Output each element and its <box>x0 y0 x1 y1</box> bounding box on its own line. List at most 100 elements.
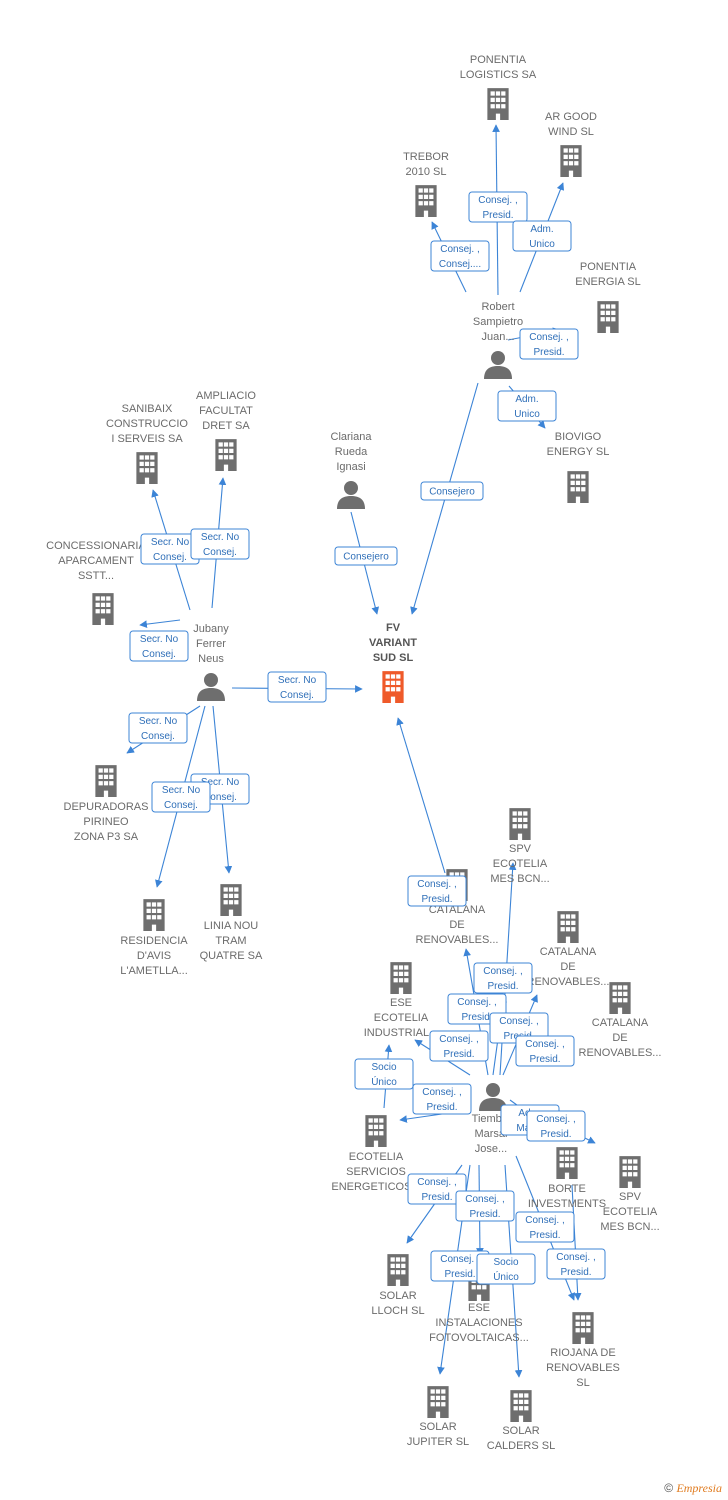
edge-label-text: Secr. No <box>140 634 179 645</box>
company-building-icon <box>572 1312 594 1344</box>
edge-label-tiemblo-to-ecotelia_servicios[interactable]: Consej. ,Presid. <box>412 1083 472 1115</box>
node-label-line: BORTE <box>548 1183 586 1195</box>
edge-label-text: Secr. No <box>201 532 240 543</box>
node-label-line: Juan... <box>481 331 514 343</box>
node-ecotelia_servicios[interactable]: ECOTELIASERVICIOSENERGETICOS... <box>331 1115 421 1193</box>
company-building-icon <box>387 1254 409 1286</box>
edge-label-robert-to-ponentia_energia[interactable]: Consej. ,Presid. <box>519 328 579 360</box>
company-building-icon <box>556 1147 578 1179</box>
node-label-line: DE <box>560 961 575 973</box>
node-label-line: CONSTRUCCIO <box>106 418 188 430</box>
edge-label-text: Consej. , <box>525 1039 564 1050</box>
node-catalana_3[interactable]: CATALANADERENOVABLES... <box>579 982 662 1059</box>
node-label-line: WIND SL <box>548 126 594 138</box>
node-label-line: INDUSTRIAL... <box>364 1027 439 1039</box>
brand-logo-text: Empresia <box>676 1481 722 1495</box>
node-borte[interactable]: BORTEINVESTMENTSSL <box>528 1147 606 1225</box>
edge-label-tiemblo-to-spv_mes_1[interactable]: Consej. ,Presid. <box>473 962 533 994</box>
company-building-icon <box>487 88 509 120</box>
edge-label-text: Consej. <box>280 690 314 701</box>
edge-label-robert-to-trebor[interactable]: Consej. ,Consej.... <box>430 240 490 272</box>
edge-label-tiemblo-to-catalana_3[interactable]: Consej. ,Presid. <box>515 1035 575 1067</box>
node-label-line: DE <box>612 1032 627 1044</box>
node-label-line: ECOTELIA <box>493 858 548 870</box>
edge-label-tiemblo-to-spv_mes_2[interactable]: Consej. ,Presid. <box>526 1110 586 1142</box>
node-label-line: 2010 SL <box>406 166 447 178</box>
edge-label-clariana-to-fv[interactable]: Consejero <box>334 546 398 566</box>
edge-label-box <box>151 781 211 813</box>
edge-label-tiemblo-to-fv[interactable]: Consej. ,Presid. <box>407 875 467 907</box>
edge-label-text: Consej. , <box>483 966 522 977</box>
edge-label-box <box>412 1083 472 1115</box>
edge-label-tiemblo-to-ese_instalaciones[interactable]: Consej. ,Presid. <box>455 1190 515 1222</box>
node-label-line: ECOTELIA <box>374 1012 429 1024</box>
node-label-line: SPV <box>509 843 532 855</box>
node-residencia[interactable]: RESIDENCIAD'AVISL'AMETLLA... <box>120 899 188 977</box>
edge-label-text: Consej.... <box>439 259 481 270</box>
company-building-icon <box>560 145 582 177</box>
edge-label-robert-to-biovigo[interactable]: Adm.Unico <box>497 390 557 422</box>
edge-label-robert-to-ponentia_logistics[interactable]: Consej. ,Presid. <box>468 191 528 223</box>
node-ese_industrial[interactable]: ESEECOTELIAINDUSTRIAL... <box>364 962 439 1039</box>
node-label-line: FACULTAT <box>199 405 253 417</box>
node-concessionaria[interactable]: CONCESSIONARIAAPARCAMENTSSTT... <box>46 540 146 625</box>
edge-label-box <box>468 191 528 223</box>
edge-label-box <box>430 240 490 272</box>
edge-label-robert-to-fv[interactable]: Consejero <box>420 481 484 501</box>
edge-label-box <box>519 328 579 360</box>
node-label-line: Sampietro <box>473 316 523 328</box>
edge-label-tiemblo-to-ese_industrial[interactable]: Consej. ,Presid. <box>429 1030 489 1062</box>
node-catalana_1[interactable]: CATALANADERENOVABLES... <box>416 869 499 946</box>
edge-label-text: Secr. No <box>201 777 240 788</box>
node-label-line: CATALANA <box>592 1017 649 1029</box>
company-building-icon <box>509 808 531 840</box>
node-label-line: RENOVABLES... <box>416 934 499 946</box>
edge-label-box <box>420 481 484 501</box>
edge-label-tiemblo-to-solar_jupiter[interactable]: Consej. ,Presid. <box>546 1248 606 1280</box>
node-robert[interactable]: RobertSampietroJuan... <box>473 301 523 379</box>
node-catalana_2[interactable]: CATALANADERENOVABLES... <box>527 911 610 988</box>
node-label-line: RIOJANA DE <box>550 1347 615 1359</box>
edge-label-tiemblo-to-solar_lloch[interactable]: Consej. ,Presid. <box>407 1173 467 1205</box>
node-label-line: ECOTELIA <box>349 1151 404 1163</box>
node-ese_instalaciones[interactable]: ESEINSTALACIONESFOTOVOLTAICAS... <box>429 1269 529 1344</box>
edge-label-box <box>526 1110 586 1142</box>
footer-brand[interactable]: © Empresia <box>664 1481 722 1496</box>
company-building-icon <box>619 1156 641 1188</box>
node-label-line: LINIA NOU <box>204 920 258 932</box>
node-label-line: L'AMETLLA... <box>120 965 188 977</box>
edge-label-robert-to-ar_good_wind[interactable]: Adm.Unico <box>512 220 572 252</box>
edge-label-text: Único <box>371 1075 397 1088</box>
edge-label-tiemblo-to-solar_calders[interactable]: Consej. ,Presid. <box>430 1250 490 1282</box>
edge-label-tiemblo-to-riojana[interactable]: Consej. ,Presid. <box>515 1211 575 1243</box>
edge-label-box <box>407 875 467 907</box>
node-label-line: ENERGIA SL <box>575 276 640 288</box>
